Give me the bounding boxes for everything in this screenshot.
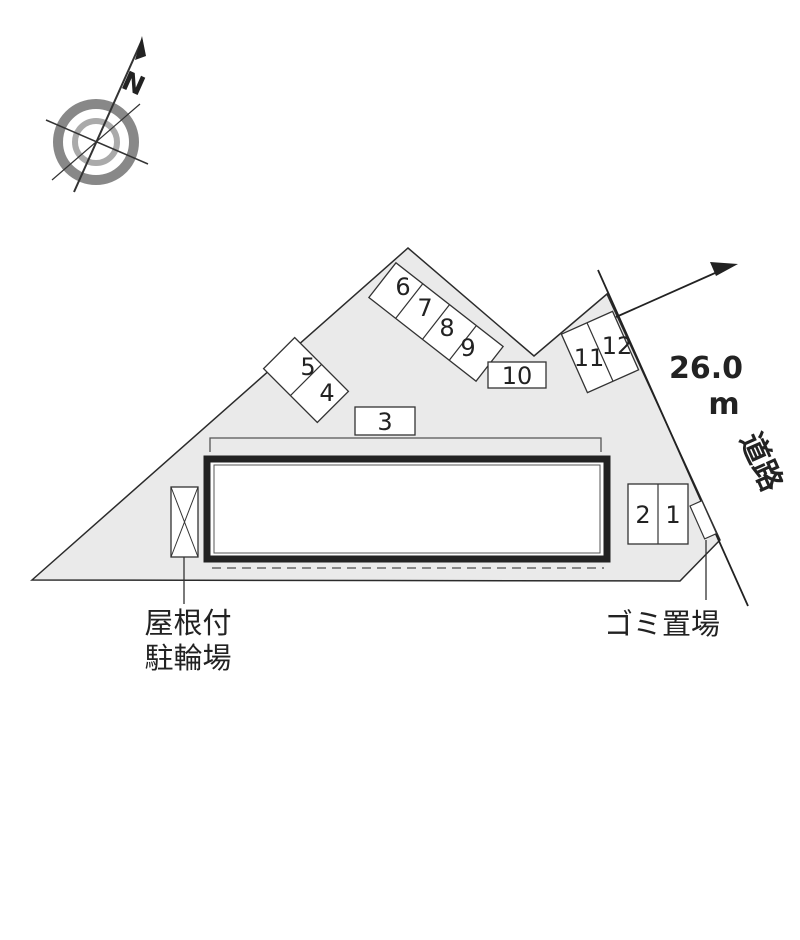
road-label: 道路 [732, 428, 789, 498]
compass-inner-ring [72, 118, 120, 166]
parking-slot-9: 9 [460, 334, 475, 362]
parking-slot-2: 2 [635, 501, 650, 529]
parking-slot-4: 4 [319, 379, 334, 407]
parking-group-3: 3 [354, 406, 416, 436]
compass-outer-ring [53, 99, 139, 185]
road-width: 26.0 [669, 351, 743, 386]
garbage-label: ゴミ置場 [604, 607, 720, 641]
bike-parking-label-line1: 屋根付 [144, 606, 231, 640]
parking-slot-3: 3 [377, 408, 392, 436]
garbage-box [689, 499, 718, 540]
bike-parking [170, 486, 199, 604]
compass-needle-ew [45, 119, 149, 165]
compass-north-label: N [117, 66, 149, 102]
road-unit: m [708, 387, 739, 422]
bike-parking-x2 [170, 486, 199, 558]
bike-parking-label-line2: 駐輪場 [144, 641, 231, 675]
parking-group-1-2: 2 1 [627, 483, 689, 545]
parking-group-4-5 [262, 336, 350, 424]
parking-group-11-12 [560, 310, 640, 394]
building-inner-line [213, 464, 601, 554]
compass-needle-diag [51, 103, 141, 181]
parking-slot-12: 12 [602, 332, 633, 360]
road-info: 26.0 [669, 351, 743, 386]
parking-slot-11: 11 [574, 344, 605, 372]
road-direction-arrow [615, 268, 725, 318]
parking-slot-1: 1 [665, 501, 680, 529]
road-edge [597, 269, 749, 607]
compass-needle-ns [73, 39, 143, 193]
canopy-outline [209, 437, 602, 452]
parking-slot-10: 10 [502, 362, 533, 390]
road-arrowhead [710, 262, 738, 276]
parking-group-10: 10 [487, 361, 547, 390]
garbage-area [689, 499, 718, 600]
compass: N [45, 36, 149, 193]
building [203, 455, 611, 563]
parking-slot-8: 8 [439, 314, 454, 342]
parking-slot-6: 6 [395, 273, 410, 301]
parking-slot-7: 7 [417, 294, 432, 322]
parking-slot-5: 5 [300, 353, 315, 381]
compass-north-arrowhead [135, 36, 146, 60]
